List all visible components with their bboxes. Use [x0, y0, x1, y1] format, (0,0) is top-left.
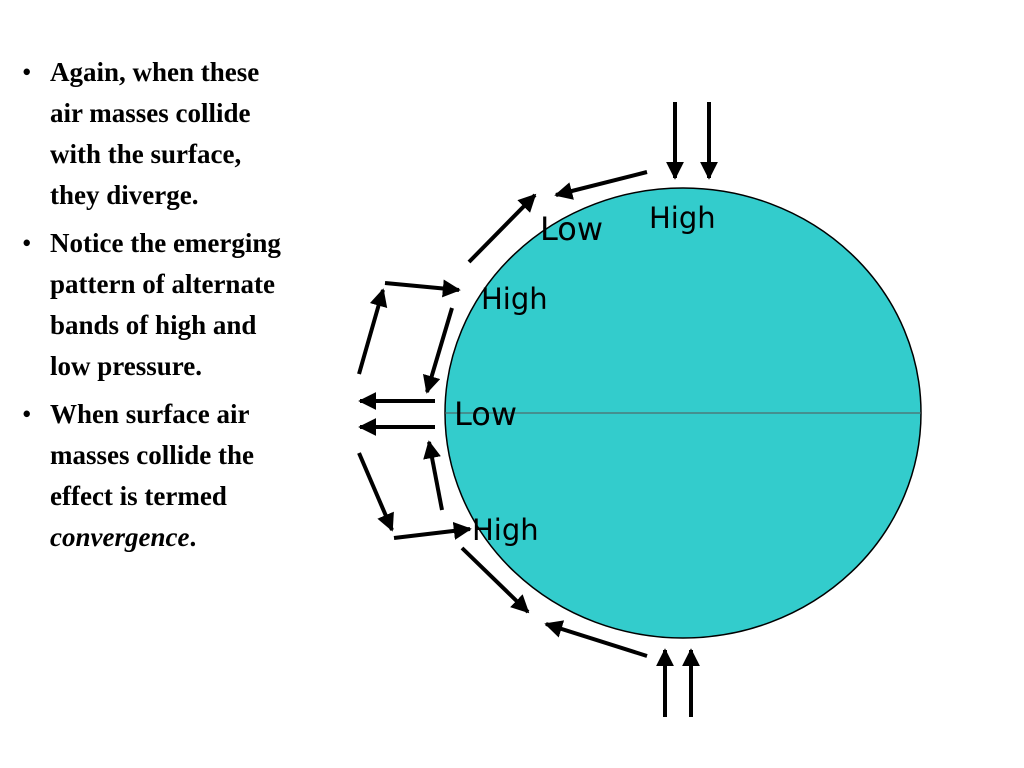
bullet-emphasis: convergence — [50, 522, 190, 552]
arrow-top-surface-westward — [554, 170, 648, 200]
bullet-marker: • — [22, 399, 32, 429]
arrow-bottom-surface-westward — [544, 620, 648, 658]
bullet-divergence: • Again, when these air masses collide w… — [22, 52, 290, 216]
label-high-upper: High — [481, 282, 548, 316]
bullet-list: • Again, when these air masses collide w… — [22, 52, 290, 565]
label-high-top: High — [649, 201, 716, 235]
bullet-text: Notice the emerging pattern of alternate… — [50, 228, 281, 381]
label-high-lower: High — [472, 513, 539, 547]
bullet-text-before: When surface air masses collide the effe… — [50, 399, 254, 511]
arrow-upper-descending — [422, 307, 454, 394]
wind-arrows — [357, 102, 718, 717]
arrow-upper-aloft — [384, 279, 461, 298]
bullet-marker: • — [22, 57, 32, 87]
bullet-text: Again, when these air masses collide wit… — [50, 57, 260, 210]
label-low-top: Low — [540, 210, 603, 248]
bullet-pressure-bands: • Notice the emerging pattern of alterna… — [22, 223, 290, 387]
bullet-marker: • — [22, 228, 32, 258]
arrow-upper-outer-rising — [357, 288, 388, 375]
arrow-upper-rising — [467, 193, 537, 264]
arrow-lower-descending — [460, 546, 530, 614]
bullet-convergence: • When surface air masses collide the ef… — [22, 394, 290, 558]
arrow-lower-rising — [423, 440, 444, 511]
arrow-lower-outer-descending — [357, 452, 394, 532]
label-low-equator: Low — [454, 395, 517, 433]
bullet-text-after: . — [189, 522, 197, 552]
arrow-lower-aloft — [393, 521, 472, 540]
